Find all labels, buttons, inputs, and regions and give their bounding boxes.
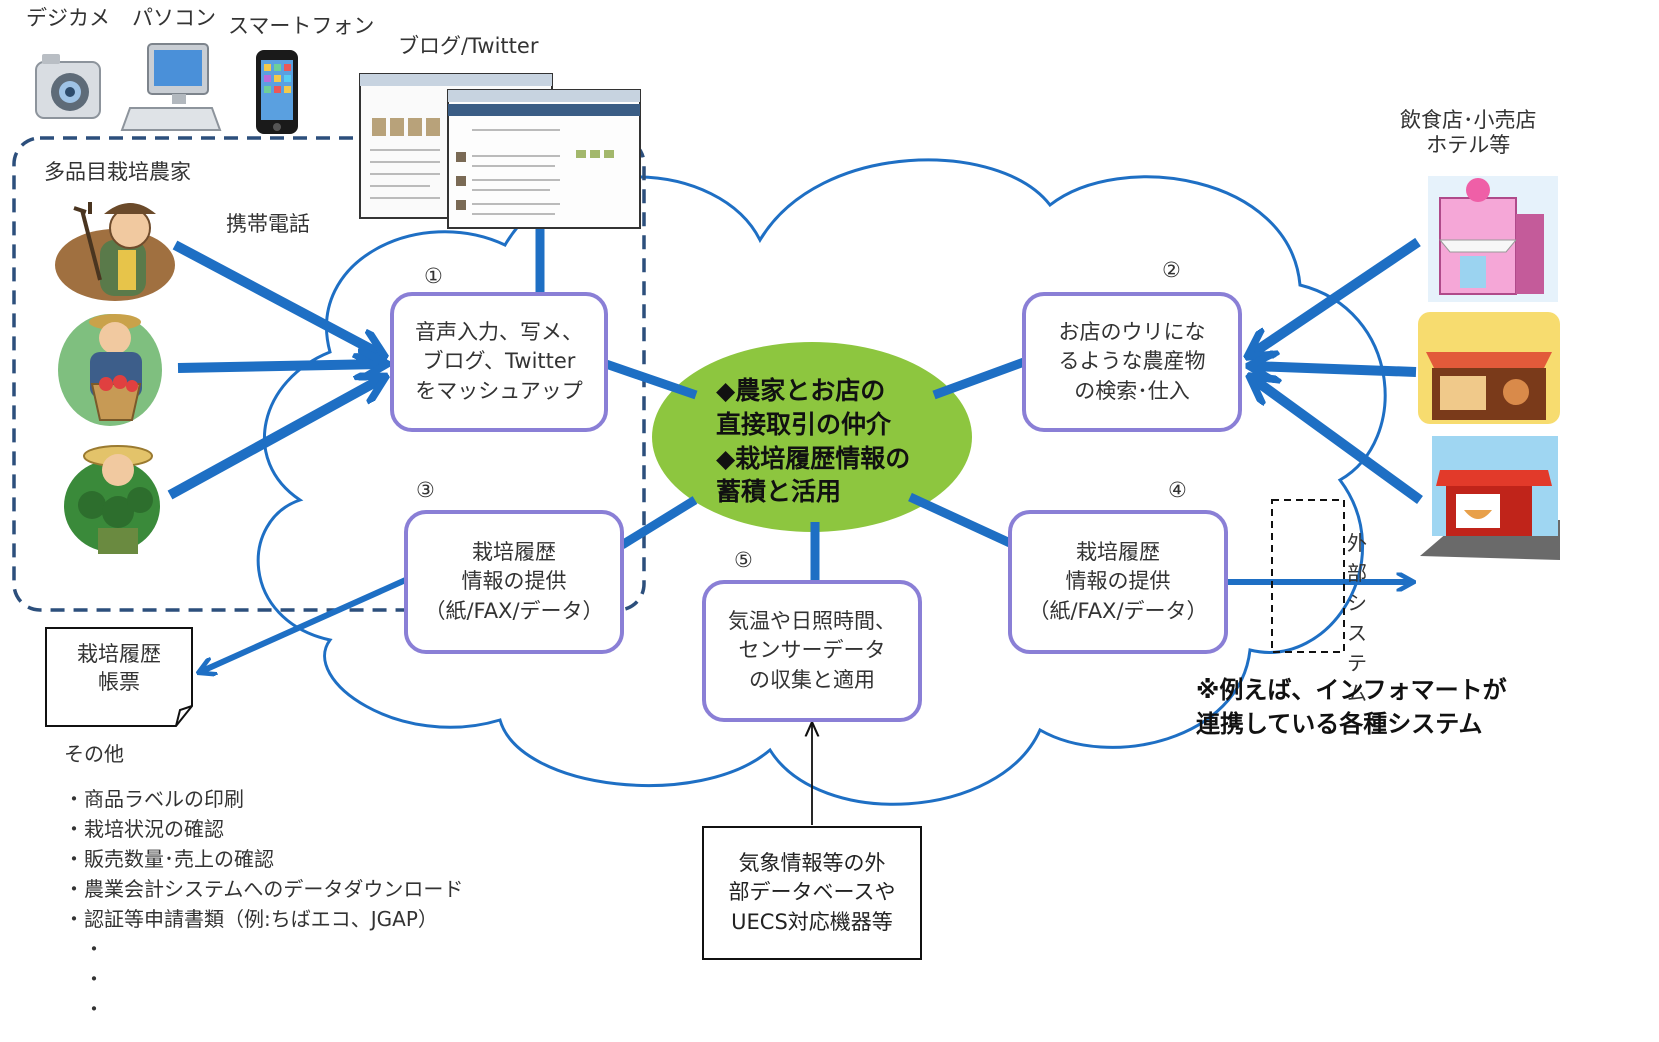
external-db-box: 気象情報等の外 部データベースや UECS対応機器等 bbox=[702, 826, 922, 960]
function-3-number: ③ bbox=[416, 478, 435, 502]
camera-label: デジカメ bbox=[26, 6, 110, 30]
record-doc-text: 栽培履歴 帳票 bbox=[77, 642, 161, 695]
external-system-char: テ bbox=[1347, 651, 1367, 675]
function-5-number: ⑤ bbox=[734, 548, 753, 572]
arrow-shop2 bbox=[1252, 366, 1417, 372]
others-item: ・認証等申請書類（例:ちばエコ、JGAP） bbox=[64, 907, 438, 931]
farmer-group-title: 多品目栽培農家 bbox=[44, 160, 191, 184]
connector-3-center bbox=[619, 496, 698, 549]
external-system-char: ス bbox=[1347, 621, 1367, 645]
connector-4-center bbox=[908, 492, 1012, 548]
smartphone-icon bbox=[256, 50, 298, 134]
function-3-box: 栽培履歴 情報の提供 （紙/FAX/データ） bbox=[404, 510, 624, 654]
function-4-number: ④ bbox=[1168, 478, 1187, 502]
function-1-box: 音声入力、写メ、 ブログ、Twitter をマッシュアップ bbox=[390, 292, 608, 432]
record-doc-shape bbox=[45, 627, 193, 727]
external-system-char: シ bbox=[1347, 591, 1367, 615]
blog-twitter-label: ブログ/Twitter bbox=[398, 34, 539, 58]
arrow-farmer1 bbox=[172, 240, 382, 355]
arrow-to-record bbox=[200, 575, 412, 672]
function-4-box: 栽培履歴 情報の提供 （紙/FAX/データ） bbox=[1008, 510, 1228, 654]
twitter-screenshot-icon bbox=[447, 89, 641, 229]
external-system-char: ム bbox=[1347, 681, 1367, 705]
function-2-text: お店のウリにな るような農産物 の検索･仕入 bbox=[1058, 319, 1206, 403]
function-2-number: ② bbox=[1162, 258, 1181, 282]
mobile-phone-label: 携帯電話 bbox=[226, 212, 310, 236]
others-item: ・農業会計システムへのデータダウンロード bbox=[64, 877, 464, 901]
function-5-text: 気温や日照時間、 センサーデータ の収集と適用 bbox=[728, 608, 896, 692]
infomart-note: ※例えば、インフォマートが 連携している各種システム bbox=[1196, 676, 1507, 738]
function-2-box: お店のウリにな るような農産物 の検索･仕入 bbox=[1022, 292, 1242, 432]
camera-icon bbox=[35, 54, 101, 119]
farmer-3-icon bbox=[64, 445, 160, 554]
connector-1-center bbox=[604, 359, 698, 400]
others-item: ・ bbox=[64, 967, 104, 991]
function-1-number: ① bbox=[424, 264, 443, 288]
external-system-box bbox=[1271, 499, 1345, 653]
arrow-shop1 bbox=[1250, 237, 1421, 355]
external-system-char: 部 bbox=[1347, 561, 1367, 585]
pc-icon bbox=[120, 43, 222, 131]
farmer-1-icon bbox=[55, 202, 175, 301]
others-list: ・商品ラベルの印刷 ・栽培状況の確認 ・販売数量･売上の確認 ・農業会計システム… bbox=[64, 784, 463, 1024]
others-item: ・販売数量･売上の確認 bbox=[64, 847, 274, 871]
function-5-box: 気温や日照時間、 センサーデータ の収集と適用 bbox=[702, 580, 922, 722]
smartphone-label: スマートフォン bbox=[228, 14, 375, 38]
arrow-shop3 bbox=[1252, 378, 1423, 505]
shop-1-icon bbox=[1428, 176, 1558, 302]
others-title: その他 bbox=[64, 742, 124, 766]
connector-2-center bbox=[932, 357, 1026, 400]
others-item: ・商品ラベルの印刷 bbox=[64, 787, 244, 811]
external-system-char: 外 bbox=[1347, 531, 1367, 555]
others-item: ・ bbox=[64, 937, 104, 961]
shops-title: 飲食店･小売店 ホテル等 bbox=[1400, 108, 1537, 158]
others-item: ・栽培状況の確認 bbox=[64, 817, 224, 841]
farmer-2-icon bbox=[58, 314, 162, 426]
shop-3-icon bbox=[1420, 436, 1560, 560]
function-4-text: 栽培履歴 情報の提供 （紙/FAX/データ） bbox=[1028, 539, 1208, 623]
center-ellipse bbox=[652, 342, 972, 532]
external-system-label: 外 部 シ ス テ ム bbox=[1344, 528, 1370, 708]
center-text: ◆農家とお店の 直接取引の仲介 ◆栽培履歴情報の 蓄積と活用 bbox=[716, 376, 911, 507]
shop-2-icon bbox=[1418, 312, 1560, 424]
pc-label: パソコン bbox=[132, 6, 216, 30]
cloud-shape bbox=[256, 158, 1387, 806]
others-item: ・ bbox=[64, 997, 104, 1021]
function-1-text: 音声入力、写メ、 ブログ、Twitter をマッシュアップ bbox=[415, 319, 583, 403]
arrow-farmer3 bbox=[167, 378, 383, 500]
arrow-farmer2 bbox=[177, 364, 384, 368]
function-3-text: 栽培履歴 情報の提供 （紙/FAX/データ） bbox=[424, 539, 604, 623]
